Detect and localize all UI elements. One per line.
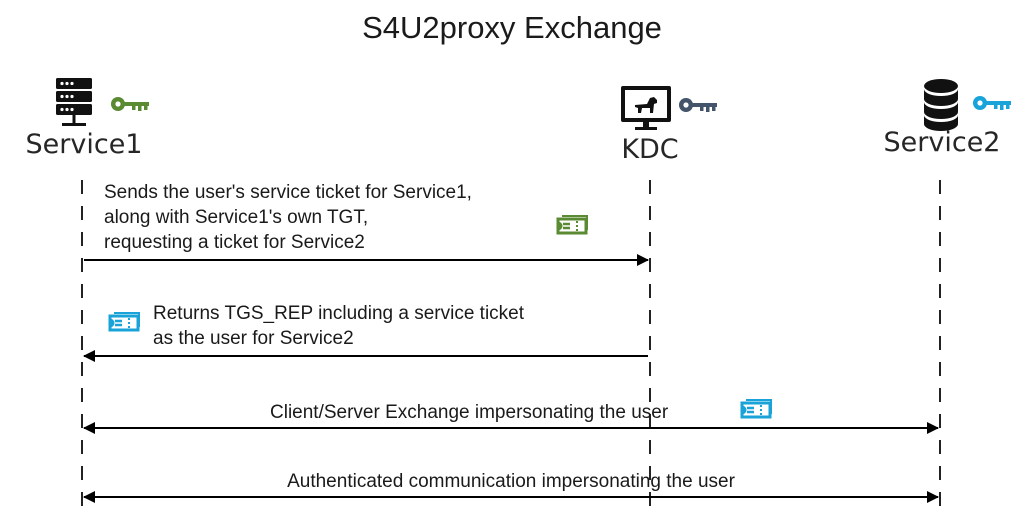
message-1-line-1: Sends the user's service ticket for Serv… <box>104 182 472 203</box>
message-2-line-1: Returns TGS_REP including a service tick… <box>153 303 525 324</box>
message-3: Client/Server Exchange impersonating the… <box>83 398 939 434</box>
ticket-icon <box>556 214 589 235</box>
actor-label-service2: Service2 <box>884 127 1001 158</box>
actor-label-kdc: KDC <box>621 134 678 165</box>
message-1: Sends the user's service ticket for Serv… <box>84 182 649 266</box>
key-icon <box>973 96 1011 110</box>
key-icon <box>111 97 149 111</box>
key-icon <box>679 98 717 112</box>
message-2: Returns TGS_REP including a service tick… <box>83 303 648 362</box>
actor-service1: Service1 <box>26 78 149 160</box>
database-icon <box>924 79 958 131</box>
monitor-dog-icon <box>621 86 671 130</box>
message-3-line-1: Client/Server Exchange impersonating the… <box>270 402 669 423</box>
actor-service2: Service2 <box>884 79 1011 158</box>
message-4-line-1: Authenticated communication impersonatin… <box>287 471 735 492</box>
message-4: Authenticated communication impersonatin… <box>83 471 939 503</box>
page-title: S4U2proxy Exchange <box>362 10 662 45</box>
ticket-icon <box>108 311 141 332</box>
message-2-line-2: as the user for Service2 <box>153 328 354 349</box>
actor-kdc: KDC <box>621 86 717 165</box>
actor-label-service1: Service1 <box>26 129 143 160</box>
message-1-line-3: requesting a ticket for Service2 <box>104 232 365 253</box>
server-icon <box>56 78 92 126</box>
message-1-line-2: along with Service1's own TGT, <box>104 207 368 228</box>
ticket-icon <box>740 398 773 419</box>
